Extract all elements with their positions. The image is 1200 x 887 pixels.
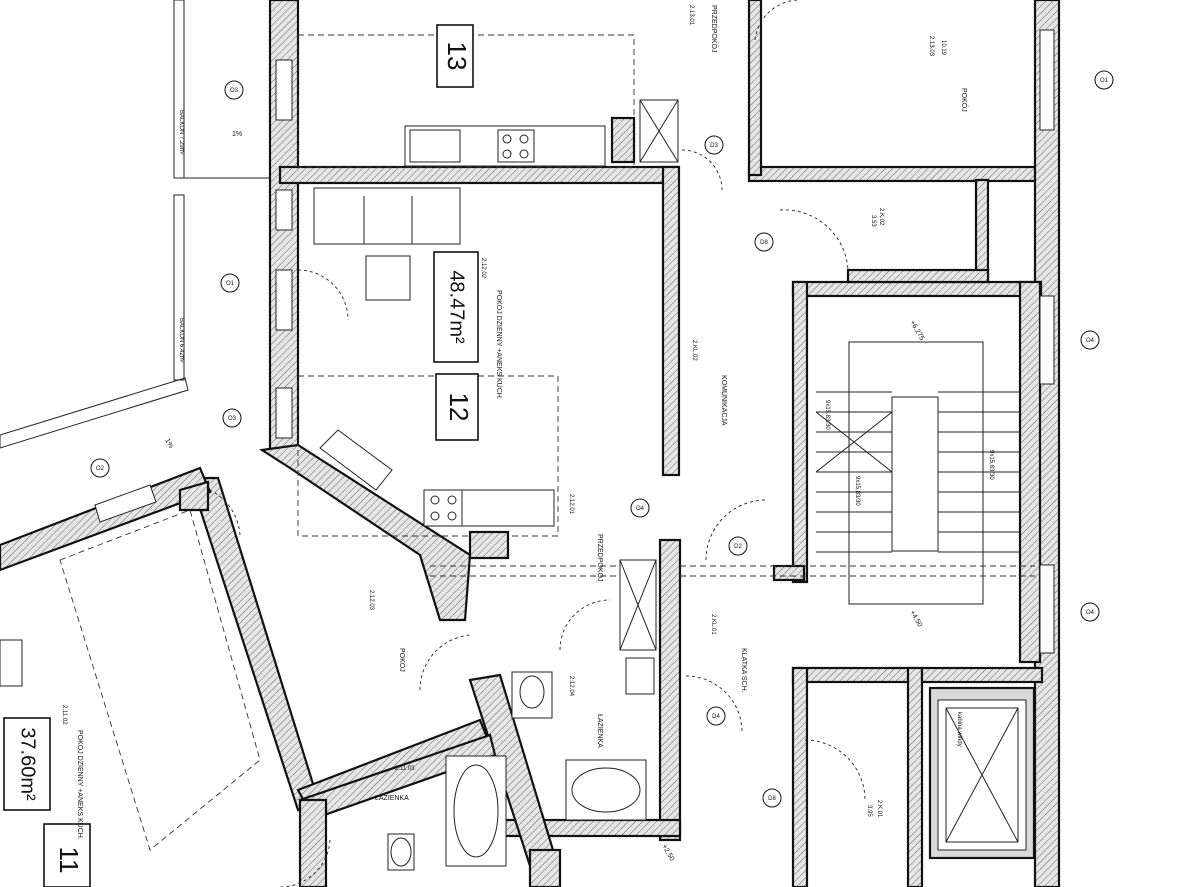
label-klatka: KLATKA SCH.: [740, 648, 747, 693]
marker-O4b: O4: [1086, 610, 1095, 616]
wall: [791, 666, 809, 887]
room-number-13: 13: [442, 42, 472, 71]
label-elevator: kabina windy: [956, 712, 962, 747]
bathroom-fixtures: [387, 99, 679, 871]
wall: [258, 443, 472, 622]
label-level-3: +2.50: [660, 844, 675, 863]
wall: [1018, 280, 1042, 664]
marker-D5: D4: [712, 714, 720, 720]
marker-O1: O1: [226, 281, 235, 287]
label-stairs-3: 9x15,83/30: [988, 450, 994, 480]
room-code-12: 2.12.02: [480, 258, 486, 279]
label-przedpokoj-13: PRZEDPOKÓJ: [710, 5, 719, 52]
label-level-2: +4.50: [908, 610, 923, 629]
label-pokoj-top-area: 10.19: [940, 40, 946, 56]
marker-O4: O4: [1086, 338, 1095, 344]
label-small-room-area: 3.53: [870, 215, 876, 227]
label-przedpokoj-12-code: 2.12.01: [568, 494, 574, 515]
marker-O2: O2: [96, 466, 105, 472]
furniture-12: [297, 187, 559, 560]
room-13-label: 13: [436, 24, 474, 88]
marker-O3: O3: [230, 88, 239, 94]
label-small-room-2: 2.K.01: [876, 800, 882, 818]
label-small-room: 2.K.02: [878, 208, 884, 226]
label-balkon-1: BALKON 7.29m²: [178, 110, 184, 155]
marker-D8b: D8: [768, 796, 776, 802]
room-area-11: 37.60m²: [17, 727, 39, 801]
door-swings: [209, 0, 866, 887]
marker-D4: D3: [710, 143, 718, 149]
windows: [94, 29, 1055, 654]
label-level-1: +6.275: [908, 320, 925, 342]
label-stairs-2: 9x15,83/30: [854, 476, 860, 506]
wall: [278, 165, 680, 185]
label-przedpokoj-12: PRZEDPOKÓJ: [596, 534, 605, 581]
label-komunikacja: KOMUNIKACJA: [720, 375, 727, 426]
markers: O3 O1 O3 O2 O1 D3 D8 O4 D2 D4 D8 O4 O4: [90, 70, 1114, 808]
room-name-12: POKÓJ DZIENNY +ANEKS KUCH.: [495, 290, 504, 400]
marker-D8: D8: [760, 240, 768, 246]
wall: [791, 280, 1043, 298]
wall: [188, 476, 320, 812]
wall: [661, 165, 681, 477]
label-lazienka-12: ŁAZIENKA: [596, 714, 603, 748]
label-lazienka-12-code: 2.12.04: [568, 676, 574, 697]
label-slope-2: 1%: [163, 438, 174, 450]
label-lazienka-11-code: 2.11.03: [395, 766, 415, 772]
elevator: [928, 686, 1036, 860]
wall: [906, 666, 924, 887]
wall: [772, 564, 806, 582]
label-stairs-1: 9x15,83/30: [824, 400, 830, 430]
wall: [298, 798, 328, 887]
label-komunikacja-code: 2.KL.02: [691, 340, 697, 361]
room-area-12: 48.47m²: [446, 270, 468, 344]
label-przedpokoj-13-code: 2.13.01: [688, 5, 694, 26]
kitchen-13: [297, 34, 636, 168]
label-pokoj-top-code: 2.13.03: [928, 36, 934, 57]
wall: [791, 666, 917, 684]
room-number-11: 11: [54, 847, 84, 874]
room-code-11: 2.11.02: [61, 705, 67, 725]
label-pokoj-12-code: 2.12.03: [368, 590, 374, 611]
wall: [658, 538, 682, 842]
wall: [178, 480, 210, 512]
marker-D1: O4: [636, 506, 645, 512]
label-klatka-code: 2.KL.01: [710, 614, 716, 635]
wall: [920, 666, 1044, 684]
furniture-11: [0, 509, 261, 851]
label-balkon-2: BALKON 6.42m²: [178, 318, 184, 363]
label-pokoj-12: POKÓJ: [398, 648, 407, 672]
wall: [747, 165, 1051, 183]
wall: [528, 848, 562, 887]
marker-O1b: O1: [1100, 78, 1109, 84]
label-slope-1: 1%: [232, 131, 242, 138]
room-name-11: POKÓJ DZIENNY +ANEKS KUCH.: [76, 730, 85, 840]
wall: [974, 178, 990, 282]
room-12-label: 12 48.47m² POKÓJ DZIENNY +ANEKS KUCH. 2.…: [433, 251, 504, 441]
wall: [791, 280, 809, 584]
label-lazienka-11: ŁAZIENKA: [375, 795, 409, 802]
room-11-label: 37.60m² 11 POKÓJ DZIENNY +ANEKS KUCH. 2.…: [3, 705, 91, 887]
label-small-room-2-area: 3.95: [866, 805, 872, 817]
balcony-edges: [0, 0, 270, 449]
marker-D3: D2: [734, 544, 742, 550]
marker-O3b: O3: [228, 416, 237, 422]
stairs: [430, 341, 1035, 605]
room-number-12: 12: [444, 393, 474, 422]
wall: [846, 268, 990, 284]
wall: [747, 0, 763, 177]
label-pokoj-top: POKÓJ: [960, 88, 969, 112]
